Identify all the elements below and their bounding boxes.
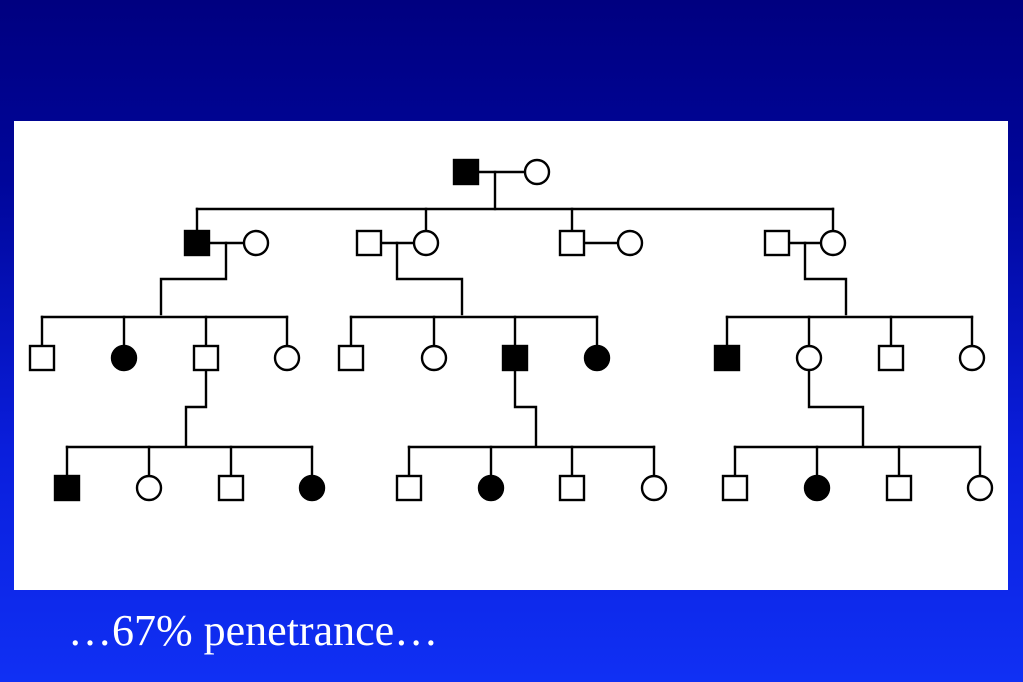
unaffected-male-symbol	[558, 474, 586, 502]
sibship-drop	[195, 207, 835, 233]
sibship-drop	[407, 445, 656, 477]
unaffected-male-symbol	[395, 474, 423, 502]
unaffected-male-symbol	[558, 229, 586, 257]
unaffected-male-symbol	[355, 229, 383, 257]
unaffected-male-symbol	[763, 229, 791, 257]
affected-female-symbol	[298, 474, 326, 502]
affected-male-symbol	[501, 344, 529, 372]
unaffected-female-symbol	[412, 229, 440, 257]
unaffected-male-symbol	[28, 344, 56, 372]
unaffected-female-symbol	[958, 344, 986, 372]
descent-line	[184, 368, 208, 447]
unaffected-female-symbol	[135, 474, 163, 502]
unaffected-female-symbol	[242, 229, 270, 257]
descent-line	[395, 241, 464, 316]
unaffected-male-symbol	[217, 474, 245, 502]
descent-line	[159, 241, 228, 316]
unaffected-female-symbol	[420, 344, 448, 372]
sibship-drop	[65, 445, 314, 477]
affected-male-symbol	[452, 158, 480, 186]
unaffected-female-symbol	[795, 344, 823, 372]
unaffected-female-symbol	[640, 474, 668, 502]
unaffected-female-symbol	[523, 158, 551, 186]
descent-line	[803, 241, 848, 316]
descent-line	[513, 368, 538, 447]
unaffected-male-symbol	[721, 474, 749, 502]
unaffected-female-symbol	[819, 229, 847, 257]
pedigree-chart	[28, 158, 994, 502]
sibship-drop	[40, 315, 289, 348]
affected-male-symbol	[53, 474, 81, 502]
affected-male-symbol	[183, 229, 211, 257]
unaffected-female-symbol	[966, 474, 994, 502]
affected-female-symbol	[477, 474, 505, 502]
affected-female-symbol	[803, 474, 831, 502]
pedigree-lines	[40, 170, 982, 477]
pedigree-panel	[14, 121, 1008, 590]
affected-male-symbol	[713, 344, 741, 372]
unaffected-male-symbol	[885, 474, 913, 502]
sibship-drop	[725, 315, 974, 348]
affected-female-symbol	[110, 344, 138, 372]
pedigree-symbols	[28, 158, 994, 502]
sibship-drop	[733, 445, 982, 477]
unaffected-male-symbol	[337, 344, 365, 372]
unaffected-female-symbol	[273, 344, 301, 372]
unaffected-male-symbol	[877, 344, 905, 372]
slide-caption: …67% penetrance…	[68, 606, 439, 655]
sibship-drop	[349, 315, 599, 348]
unaffected-female-symbol	[616, 229, 644, 257]
affected-female-symbol	[583, 344, 611, 372]
descent-line	[807, 368, 865, 447]
unaffected-male-symbol	[192, 344, 220, 372]
